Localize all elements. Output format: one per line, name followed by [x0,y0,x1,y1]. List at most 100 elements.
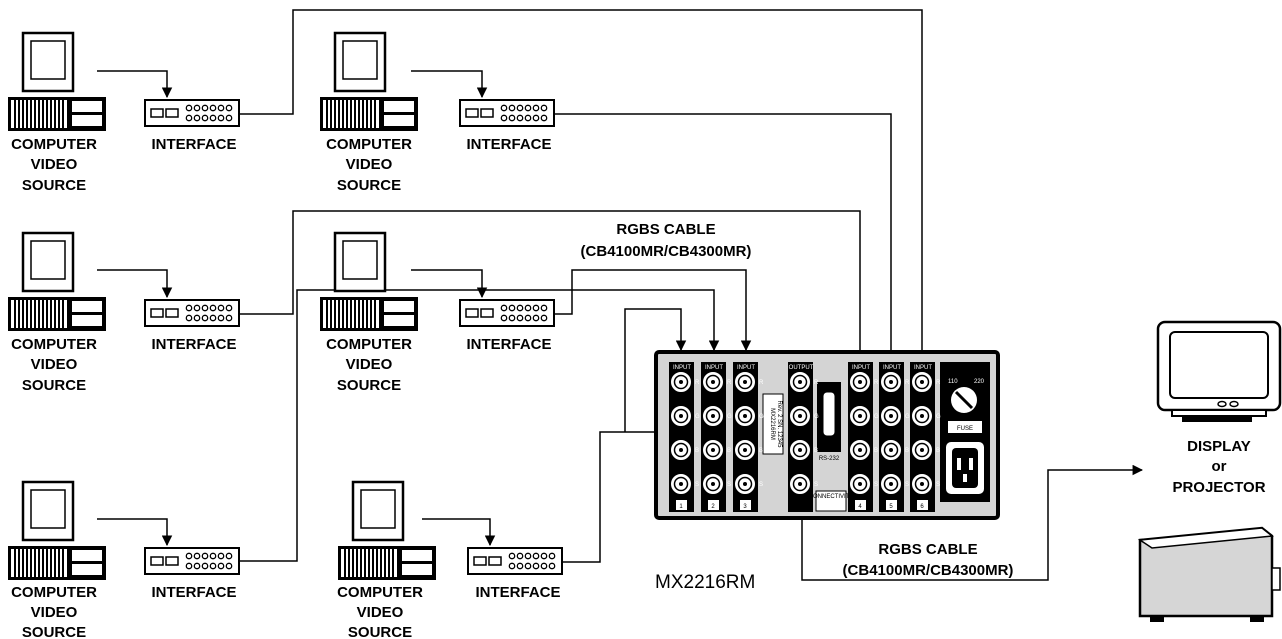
channel-letter: G [905,414,910,420]
cable-label-bottom-line1: RGBS CABLE [878,541,977,558]
computer-label-5: COMPUTER VIDEO SOURCE [11,584,97,639]
switcher-rear-panel: INPUT 1 INPUT 2 INPUT 3 MX2216RM Rev. 2 … [654,350,1000,520]
cable-label-bottom-line2: (CB4100MR/CB4300MR) [843,562,1014,579]
computer-label-line: SOURCE [22,624,86,639]
bnc-connector-icon [733,472,757,496]
input-number: 6 [920,504,924,510]
channel-letter: R [814,380,819,386]
channel-letter: R [759,380,764,386]
bnc-connector-icon [788,404,812,428]
cable-label-top-line2: (CB4100MR/CB4300MR) [581,243,752,260]
channel-letter: S [695,482,699,488]
input-number: 2 [711,504,715,510]
cable-iface2-input5 [555,113,897,363]
computer-icon [6,31,108,133]
cable-iface5-input2 [239,289,720,562]
bnc-connector-icon [848,404,872,428]
cable-iface1-input6 [239,9,928,363]
voltage-110-label: 110 [948,379,958,385]
input-number: 1 [679,504,683,510]
cable-comp3-iface [97,269,173,299]
bnc-connector-icon [879,370,903,394]
channel-letter: S [874,482,878,488]
interface-label: INTERFACE [475,584,560,601]
computer-label-line: SOURCE [348,624,412,639]
cable-comp2-iface [411,70,488,99]
rs232-label: RS-232 [819,456,840,462]
channel-letter: R [695,380,700,386]
output-label: OUTPUT [789,365,814,371]
bnc-connector-icon [701,472,725,496]
bnc-connector-icon [848,370,872,394]
channel-letter: S [905,482,909,488]
bnc-connector-icon [733,438,757,462]
channel-letter: G [936,414,941,420]
bnc-connector-icon [788,472,812,496]
computer-label-line: VIDEO [31,604,78,621]
bnc-connector-icon [733,404,757,428]
computer-label-line: SOURCE [337,177,401,194]
bnc-connector-icon [879,472,903,496]
computer-label-3: COMPUTER VIDEO SOURCE [11,336,97,394]
bnc-connector-icon [910,438,934,462]
computer-labels: COMPUTER VIDEO SOURCE COMPUTER VIDEO SOU… [11,136,1266,639]
computer-icon [6,231,108,333]
display-label-line3: PROJECTOR [1172,479,1265,496]
computer-label-line: VIDEO [346,356,393,373]
cable-comp4-iface [411,269,488,299]
input-label: INPUT [737,365,755,371]
rs232-port: RS-232 [817,382,841,462]
computer-label-line: COMPUTER [11,336,97,353]
computer-label-line: VIDEO [31,356,78,373]
channel-letter: G [814,414,819,420]
interface-device-icon [459,299,555,327]
bnc-connector-icon [910,472,934,496]
display-label-line2: or [1212,458,1227,475]
interface-label: INTERFACE [466,136,551,153]
interface-device-icon [144,299,240,327]
bnc-connector-icon [879,438,903,462]
channel-letter: B [905,448,909,454]
interface-label: INTERFACE [151,336,236,353]
computer-icon [318,31,420,133]
connectivity-logo: CONNECTIVITY [809,490,853,512]
bnc-connector-icon [701,404,725,428]
cables [97,9,1144,581]
fuse-label: FUSE [957,426,973,432]
source-6 [336,480,563,582]
source-4 [318,231,555,333]
bnc-connector-icon [788,438,812,462]
input-label: INPUT [673,365,691,371]
computer-label-line: VIDEO [31,156,78,173]
model-plate: MX2216RM Rev. 2 SN. 12345 [762,393,784,455]
channel-letter: B [727,448,731,454]
computer-label-4: COMPUTER VIDEO SOURCE [326,336,412,394]
input-label: INPUT [914,365,932,371]
computer-label-line: SOURCE [22,377,86,394]
channel-letter: B [936,448,940,454]
channel-letter: S [727,482,731,488]
bnc-connector-icon [701,438,725,462]
cable-comp1-iface [97,70,173,99]
channel-letter: G [727,414,732,420]
channel-letter: R [905,380,910,386]
interface-label: INTERFACE [466,336,551,353]
cable-iface4-input3 [555,269,752,352]
cable-iface3-input4 [239,210,861,361]
bnc-connector-icon [910,404,934,428]
channel-letter: B [814,448,818,454]
source-1 [6,31,240,133]
interface-device-icon [459,99,555,127]
channel-letter: G [874,414,879,420]
switcher-model-label: MX2216RM [655,572,755,593]
interface-device-icon [144,99,240,127]
channel-letter: G [759,414,764,420]
bnc-connector-icon [910,370,934,394]
channel-letter: B [759,448,763,454]
computer-icon [336,480,438,582]
bnc-connector-icon [879,404,903,428]
channel-letter: R [727,380,732,386]
input-number: 5 [889,504,893,510]
computer-icon [6,480,108,582]
cable-label-top-line1: RGBS CABLE [616,221,715,238]
